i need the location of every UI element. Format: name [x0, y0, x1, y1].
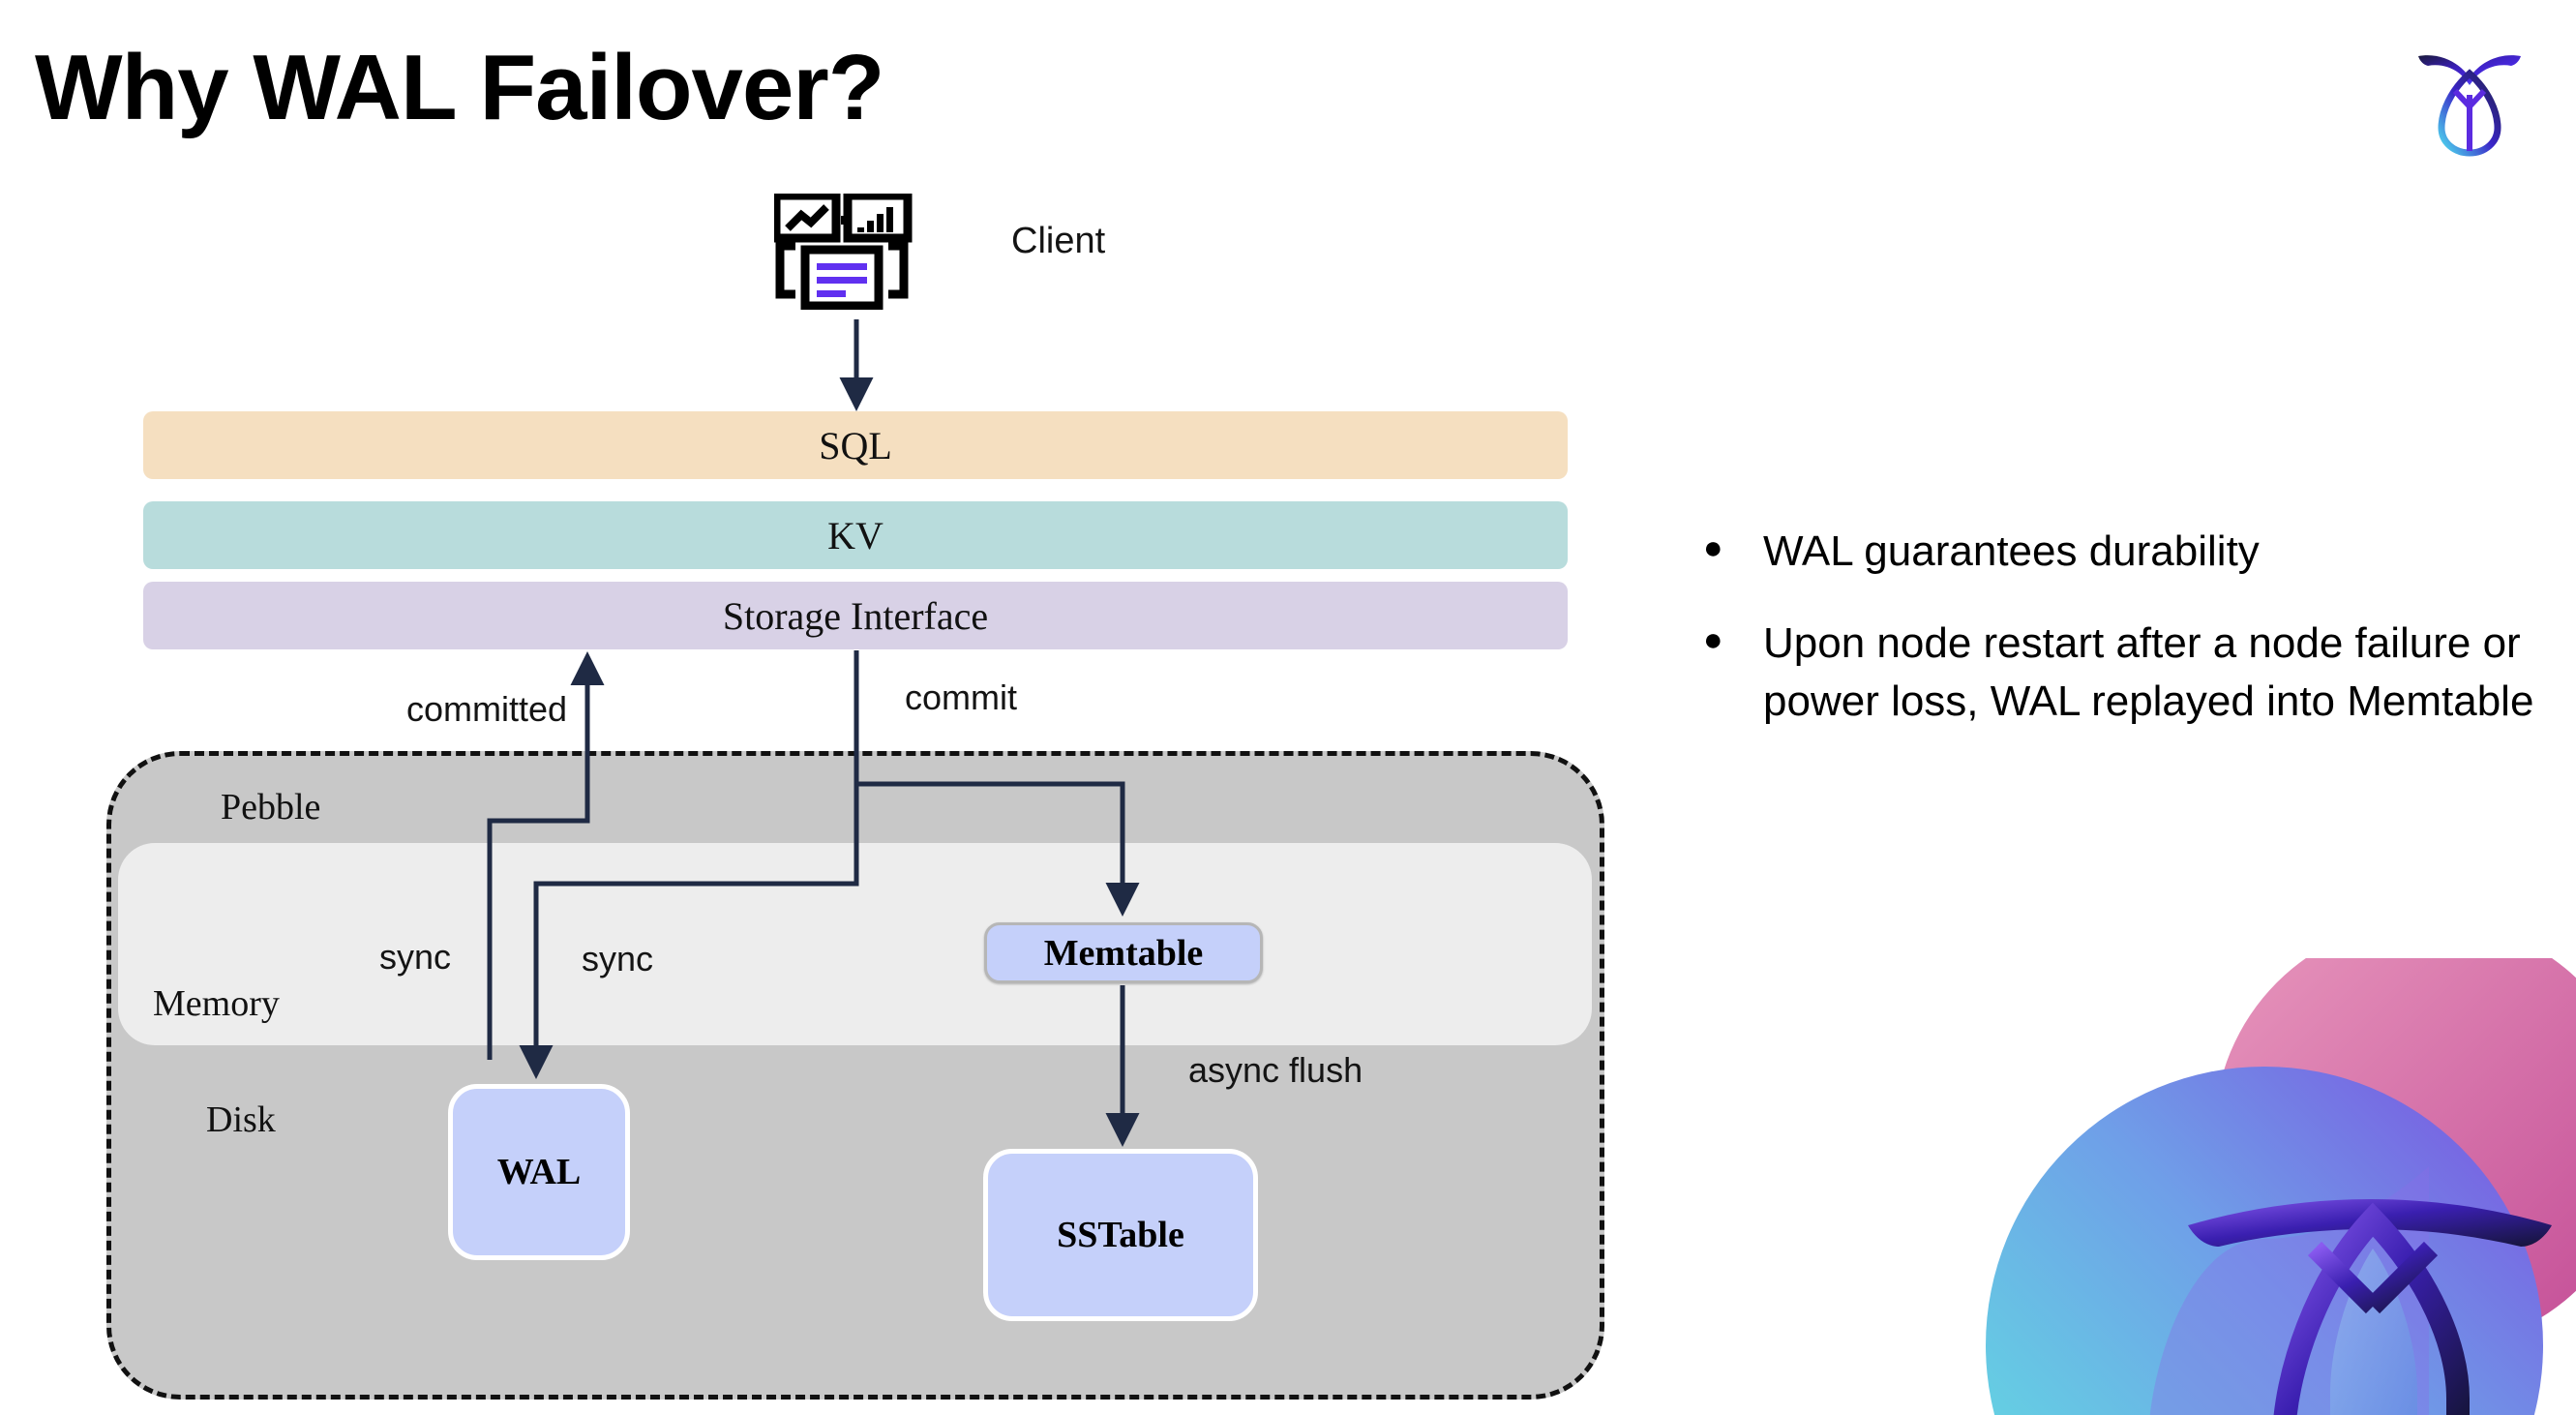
node-memtable[interactable]: Memtable [984, 922, 1263, 983]
client-label: Client [1011, 221, 1106, 261]
bullet-marker-icon: ● [1703, 529, 1723, 566]
edge-label-committed: committed [406, 689, 568, 729]
node-sstable[interactable]: SSTable [983, 1149, 1258, 1321]
list-item: ● Upon node restart after a node failure… [1703, 615, 2535, 730]
bullet-text: Upon node restart after a node failure o… [1763, 619, 2534, 725]
list-item: ● WAL guarantees durability [1703, 523, 2535, 580]
node-wal[interactable]: WAL [448, 1084, 630, 1260]
layer-bar-kv-label: KV [827, 513, 884, 557]
client-device-icon [771, 191, 929, 311]
edge-label-sync-2: sync [582, 939, 654, 978]
disk-label: Disk [206, 1099, 276, 1140]
node-memtable-label: Memtable [1043, 932, 1204, 974]
layer-bar-sql[interactable]: SQL [143, 411, 1568, 479]
pebble-label: Pebble [221, 787, 321, 828]
node-wal-label: WAL [496, 1152, 582, 1192]
page-title: Why WAL Failover? [35, 36, 884, 139]
bullet-text: WAL guarantees durability [1763, 527, 2260, 575]
memory-panel [118, 843, 1592, 1045]
memory-label: Memory [153, 983, 280, 1024]
bullet-marker-icon: ● [1703, 621, 1723, 659]
cockroachdb-logo-icon [2407, 35, 2532, 161]
edge-label-sync-1: sync [379, 937, 452, 977]
layer-bar-storage-interface-label: Storage Interface [722, 593, 989, 638]
cockroachdb-watermark-icon [1974, 919, 2576, 1415]
layer-bar-kv[interactable]: KV [143, 501, 1568, 569]
edge-label-async-flush: async flush [1188, 1050, 1363, 1090]
layer-bar-storage-interface[interactable]: Storage Interface [143, 582, 1568, 649]
bullet-list: ● WAL guarantees durability ● Upon node … [1703, 523, 2535, 765]
node-sstable-label: SSTable [1057, 1215, 1184, 1255]
layer-bar-sql-label: SQL [819, 423, 892, 467]
edge-label-commit: commit [905, 677, 1017, 717]
